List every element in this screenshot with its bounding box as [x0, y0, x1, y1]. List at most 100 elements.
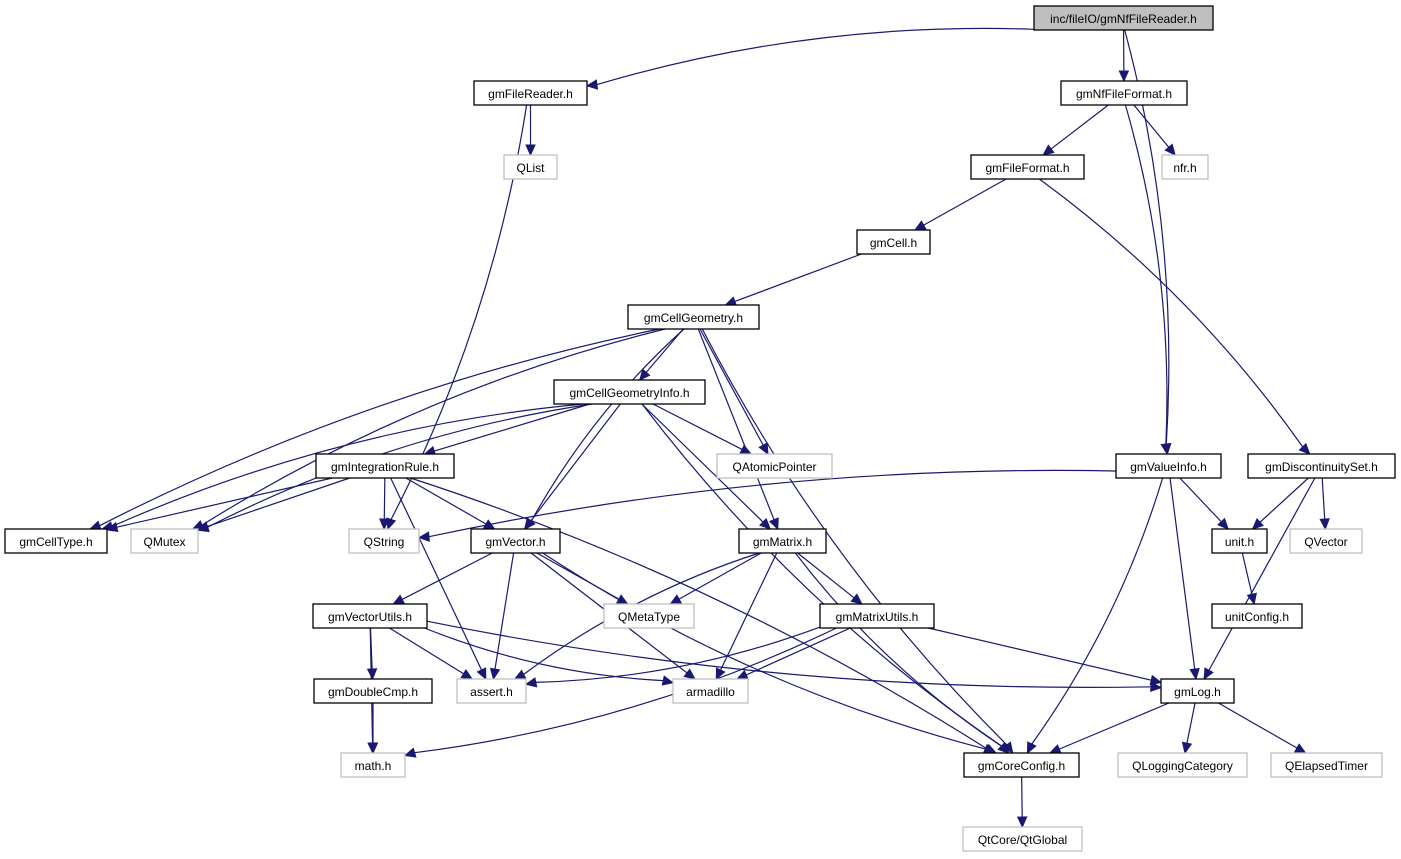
node-box [603, 603, 695, 629]
external-header-node: armadillo [672, 678, 749, 704]
arrowhead-icon [105, 521, 119, 533]
edge-matrixUtils-to-log [928, 627, 1152, 681]
arrowhead-icon [392, 594, 406, 605]
node-box [1060, 80, 1188, 106]
node-label: QList [516, 161, 545, 175]
edge-cell-to-cellGeometry [734, 253, 862, 303]
header-node[interactable]: gmValueInfo.h [1115, 453, 1222, 479]
node-label: inc/fileIO/gmNfFileReader.h [1050, 12, 1197, 26]
external-header-node: QVector [1289, 528, 1363, 554]
node-label: gmNfFileFormat.h [1076, 87, 1172, 101]
node-box [819, 603, 935, 629]
node-label: QString [364, 535, 405, 549]
node-label: unit.h [1225, 535, 1254, 549]
node-label: assert.h [470, 685, 513, 699]
external-header-node: QAtomicPointer [716, 453, 833, 479]
node-label: math.h [355, 759, 392, 773]
header-node[interactable]: gmCellType.h [4, 528, 108, 554]
node-box [456, 678, 527, 704]
header-node[interactable]: gmMatrixUtils.h [819, 603, 935, 629]
header-node[interactable]: gmNfFileFormat.h [1060, 80, 1188, 106]
arrowhead-icon [366, 668, 378, 681]
root-node[interactable]: inc/fileIO/gmNfFileReader.h [1033, 5, 1214, 31]
node-box [4, 528, 108, 554]
edge-cellGeometryInfo-to-vector [530, 403, 621, 522]
arrowhead-icon [489, 667, 501, 681]
edge-unit-to-unitConfig [1241, 552, 1253, 595]
edge-cellGeometry-to-qmutex [201, 328, 666, 526]
arrowhead-icon [460, 668, 474, 680]
node-box [348, 528, 420, 554]
node-box [473, 80, 588, 106]
header-node[interactable]: gmFileFormat.h [970, 154, 1085, 180]
node-label: gmCellGeometry.h [644, 311, 743, 325]
node-box [1211, 528, 1268, 554]
edge-integrationRule-to-vector [405, 477, 487, 525]
header-node[interactable]: unitConfig.h [1211, 603, 1303, 629]
header-node[interactable]: gmVectorUtils.h [312, 603, 428, 629]
arrowhead-icon [1160, 442, 1172, 456]
edge-cellGeometryInfo-to-matrix [641, 403, 764, 523]
node-box [970, 154, 1085, 180]
external-header-node: QLoggingCategory [1117, 752, 1248, 778]
arrowhead-icon [1298, 442, 1311, 455]
header-node[interactable]: gmMatrix.h [738, 528, 827, 554]
edge-fileFormat-to-cell [923, 178, 1007, 226]
edge-matrixUtils-to-math [414, 627, 837, 754]
edge-vectorUtils-to-log [426, 620, 1152, 688]
node-box [856, 229, 931, 255]
arrowhead-icon [523, 517, 536, 530]
arrowhead-icon [1118, 70, 1130, 83]
arrowhead-icon [1181, 741, 1193, 755]
node-label: gmCoreConfig.h [978, 759, 1065, 773]
edge-cellGeometry-to-matrix [697, 328, 775, 520]
edge-discSet-to-unit [1259, 477, 1309, 523]
node-box [627, 304, 760, 330]
header-node[interactable]: gmVector.h [470, 528, 561, 554]
header-node[interactable]: unit.h [1211, 528, 1268, 554]
header-node[interactable]: gmLog.h [1160, 678, 1235, 704]
node-label: gmVectorUtils.h [328, 610, 412, 624]
nodes-layer: inc/fileIO/gmNfFileReader.h gmFileReader.… [4, 5, 1396, 852]
edge-log-to-qlogcat [1186, 702, 1196, 744]
edge-integrationRule-to-cellType [116, 477, 333, 528]
header-node[interactable]: gmCellGeometryInfo.h [553, 379, 706, 405]
external-header-node: nfr.h [1161, 154, 1209, 180]
external-header-node: QString [348, 528, 420, 554]
header-node[interactable]: gmIntegrationRule.h [315, 453, 455, 479]
external-header-node: assert.h [456, 678, 527, 704]
node-label: QtCore/QtGlobal [978, 833, 1067, 847]
arrowhead-icon [638, 368, 651, 381]
arrowhead-icon [1048, 744, 1062, 754]
arrowhead-icon [379, 518, 390, 531]
edge-matrix-to-coreConfig [794, 552, 1002, 747]
header-node[interactable]: gmDoubleCmp.h [313, 678, 433, 704]
edge-matrixUtils-to-armadillo [746, 627, 851, 676]
header-node[interactable]: gmCell.h [856, 229, 931, 255]
edge-integrationRule-to-qstring [383, 477, 386, 520]
arrowhead-icon [758, 517, 772, 530]
node-box [1211, 603, 1303, 629]
arrowhead-icon [525, 144, 536, 157]
arrowhead-icon [1319, 518, 1330, 531]
header-node[interactable]: gmCoreConfig.h [963, 752, 1080, 778]
node-label: gmIntegrationRule.h [331, 460, 439, 474]
node-label: gmMatrixUtils.h [836, 610, 919, 624]
edge-matrix-to-armadillo [720, 552, 778, 671]
edge-discSet-to-qvector [1321, 477, 1326, 520]
arrowhead-icon [1042, 144, 1055, 156]
edge-integrationRule-to-coreConfig [410, 477, 988, 750]
arrowhead-icon [1293, 743, 1307, 754]
edge-matrix-to-qmetatype [678, 552, 762, 600]
node-box [130, 528, 199, 554]
node-label: gmDiscontinuitySet.h [1265, 460, 1378, 474]
arrowhead-icon [196, 521, 210, 532]
header-node[interactable]: gmFileReader.h [473, 80, 588, 106]
node-label: QVector [1304, 535, 1347, 549]
arrowhead-icon [1164, 143, 1176, 156]
header-node[interactable]: gmDiscontinuitySet.h [1247, 453, 1396, 479]
node-label: gmFileReader.h [488, 87, 573, 101]
node-label: unitConfig.h [1225, 610, 1289, 624]
header-node[interactable]: gmCellGeometry.h [627, 304, 760, 330]
node-label: gmDoubleCmp.h [328, 685, 418, 699]
